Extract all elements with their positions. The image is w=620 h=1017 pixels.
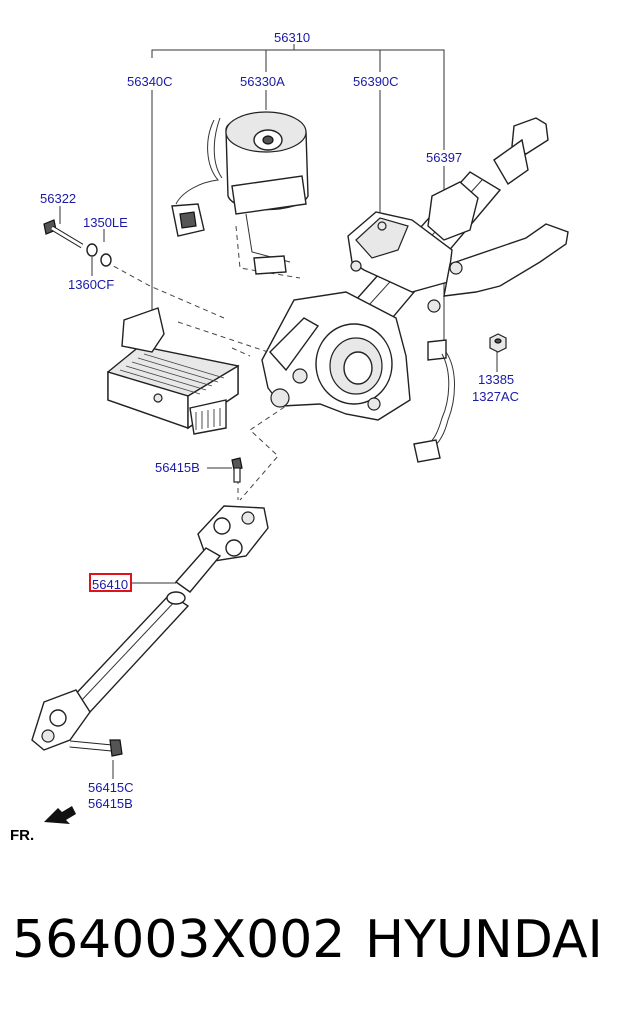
label-shaft: 56410 [92, 577, 128, 592]
label-motor: 56330A [240, 74, 285, 89]
bolt-56415c-bottom [69, 739, 123, 757]
label-nut-b: 1327AC [472, 389, 519, 404]
label-washer-a: 1350LE [83, 215, 128, 230]
label-nut-a: 13385 [478, 372, 514, 387]
front-arrow-icon [44, 806, 76, 824]
ecu-module [106, 307, 240, 435]
label-bolt-bottom-a: 56415C [88, 780, 134, 795]
label-bracket: 56397 [426, 150, 462, 165]
label-module: 56340C [127, 74, 173, 89]
label-column: 56390C [353, 74, 399, 89]
nut-13385 [489, 333, 507, 353]
intermediate-shaft [31, 505, 269, 751]
label-bolt-top: 56322 [40, 191, 76, 206]
front-direction-indicator: FR. [10, 806, 76, 844]
motor-unit [171, 111, 309, 275]
highlight-box [89, 573, 132, 592]
bolt-56322 [43, 219, 112, 267]
front-label: FR. [10, 827, 34, 844]
callout-labels: 56310 56340C 56330A 56390C 56397 56322 1… [40, 30, 519, 811]
label-assembly: 56310 [274, 30, 310, 45]
part-number: 564003X002 [12, 910, 346, 970]
brand-name: HYUNDAI [365, 910, 603, 970]
steering-column [261, 117, 569, 421]
steering-column-diagram: FR. 56310 56340C 56330A 56390C 56397 563… [10, 30, 569, 844]
bolt-56415b-mid [231, 457, 243, 483]
label-washer-b: 1360CF [68, 277, 114, 292]
label-bolt-mid: 56415B [155, 460, 200, 475]
wire-harness [413, 339, 455, 463]
label-bolt-bottom-b: 56415B [88, 796, 133, 811]
footer: 564003X002 HYUNDAI [0, 905, 620, 975]
